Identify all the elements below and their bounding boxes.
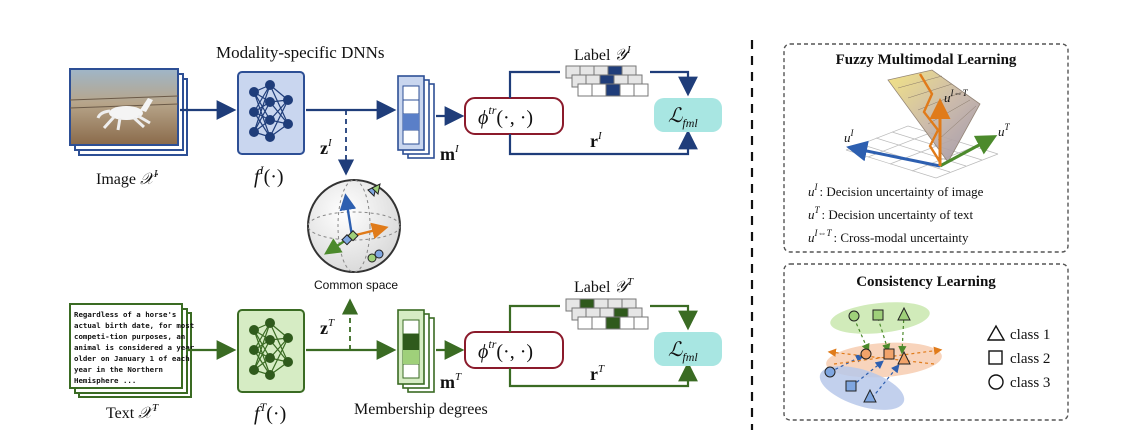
legend-image-uncertainty: uI: Decision uncertainty of image: [808, 182, 984, 199]
text-passage: Regardless of a horse's actual birth dat…: [74, 310, 199, 385]
fuzzy-panel: [783, 43, 1069, 253]
legend-cross-uncertainty: uI⇔T: Cross-modal uncertainty: [808, 228, 969, 245]
uncertainty-surface-plot: [845, 69, 999, 179]
loss-text-label: ℒfml: [668, 339, 698, 364]
loop-label-to-loss-image: [650, 70, 698, 97]
class-3-label: class 3: [1010, 375, 1050, 391]
text-label: Text 𝒳T: [106, 402, 159, 422]
image-label: Image 𝒳I: [96, 168, 159, 188]
z-text-label: zT: [320, 317, 335, 338]
phi-text-box: [464, 331, 564, 369]
phi-image-label: ϕtr(·, ·): [478, 103, 533, 129]
circle-icon: [988, 374, 1004, 390]
common-space-sphere: [307, 179, 401, 273]
membership-image-stack: [397, 75, 435, 159]
phi-image-box: [464, 97, 564, 135]
m-text-label: mT: [440, 371, 462, 392]
r-text-label: rT: [590, 363, 605, 384]
label-text-grid: [565, 298, 649, 330]
membership-label: Membership degrees: [354, 401, 488, 418]
r-image-label: rI: [590, 130, 603, 151]
class-2-label: class 2: [1010, 351, 1050, 367]
square-icon: [988, 350, 1003, 365]
z-image-label: zI: [320, 137, 333, 158]
loop-phi-to-label-image: [508, 70, 560, 98]
image-input-stack: [69, 68, 188, 156]
m-image-label: mI: [440, 143, 460, 164]
image-uncertainty-axis-label: uI: [844, 128, 855, 145]
text-uncertainty-axis-label: uT: [998, 122, 1011, 139]
f-image-label: fI(·): [254, 163, 284, 188]
class-legend: class 1 class 2 class 3: [986, 324, 1050, 391]
f-text-label: fT(·): [254, 400, 286, 425]
legend-text-uncertainty: uT: Decision uncertainty of text: [808, 205, 974, 222]
dnn-title: Modality-specific DNNs: [216, 43, 385, 62]
fuzzy-legend: uI: Decision uncertainty of image uT: De…: [808, 182, 984, 245]
common-space-label: Common space: [314, 278, 398, 292]
consistency-illustration: [819, 302, 943, 410]
loop-phi-to-label-text: [508, 304, 560, 332]
loop-label-to-loss-text: [650, 304, 698, 331]
cross-uncertainty-axis-label: uI⇔T: [944, 88, 968, 105]
arrow-r-image: [508, 129, 698, 156]
loss-image-label: ℒfml: [668, 105, 698, 130]
text-dnn-block: [237, 309, 305, 393]
label-image-grid: [565, 65, 649, 97]
phi-text-label: ϕtr(·, ·): [478, 337, 533, 363]
class-1-label: class 1: [1010, 327, 1050, 343]
text-input-stack: [69, 303, 192, 398]
triangle-icon: [986, 324, 1006, 341]
loss-image-box: [654, 98, 722, 132]
label-image-text: Label 𝒴I: [574, 44, 632, 64]
consistency-title: Consistency Learning: [856, 274, 996, 290]
label-text-text: Label 𝒴T: [574, 276, 634, 296]
fuzzy-title: Fuzzy Multimodal Learning: [836, 52, 1017, 68]
arrow-r-text: [508, 361, 698, 388]
image-dnn-block: [237, 71, 305, 155]
loss-text-box: [654, 332, 722, 366]
horse-icon: [96, 98, 153, 131]
membership-text-stack: [397, 309, 435, 393]
